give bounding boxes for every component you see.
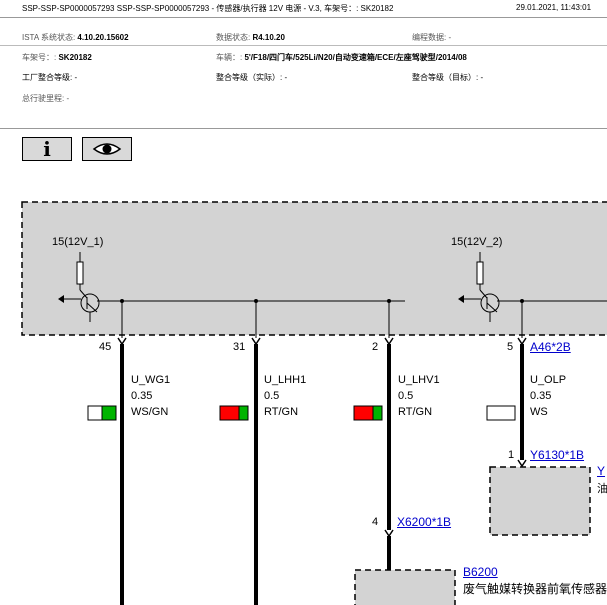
factory-level: 工厂整合等级: -	[22, 73, 78, 82]
swatch-wire-1	[87, 405, 117, 421]
programming-data: 编程数据: -	[412, 33, 452, 42]
x6200-pin-label: 4	[372, 516, 379, 528]
pin-label-4: 5	[507, 341, 514, 353]
b6200-component-box	[354, 569, 456, 605]
meta-divider	[0, 45, 607, 46]
wire-3-size: 0.5	[398, 390, 414, 402]
pin-label-2: 31	[233, 341, 246, 353]
target-level: 整合等级（目标）: -	[412, 73, 484, 82]
view-button[interactable]	[82, 137, 132, 161]
wire-3-color: RT/GN	[398, 406, 433, 418]
vin: 车架号：: SK20182	[22, 53, 92, 62]
wire-2-signal: U_LHH1	[264, 374, 307, 386]
vehicle: 车辆：: 5'/F18/四门车/525Li/N20/自动变速箱/ECE/左座驾驶…	[216, 53, 467, 62]
swatch-wire-3	[353, 405, 383, 421]
info-icon: i	[43, 137, 51, 161]
component-b6200-link[interactable]: B6200	[463, 565, 498, 579]
supply-left-symbol	[58, 252, 405, 322]
component-b6200-desc: 废气触媒转换器前氧传感器	[463, 582, 607, 596]
ista-status: ISTA 系统状态: 4.10.20.15602	[22, 33, 129, 42]
connector-x6200-link[interactable]: X6200*1B	[397, 515, 452, 529]
supply-right-symbol	[458, 252, 607, 322]
y-component-link[interactable]: Y	[597, 464, 606, 478]
wire-2	[251, 337, 261, 605]
wire-1	[117, 337, 127, 605]
wire-1-size: 0.35	[131, 390, 153, 402]
timestamp: 29.01.2021, 11:43:01	[516, 3, 592, 12]
control-unit-box	[21, 201, 607, 336]
y-component-desc: 油	[597, 483, 607, 495]
wire-4-signal: U_OLP	[530, 374, 567, 386]
wire-3-signal: U_LHV1	[398, 374, 440, 386]
meta-bottom-divider	[0, 128, 607, 129]
y6130-pin-label: 1	[508, 449, 515, 461]
wire-2-size: 0.5	[264, 390, 280, 402]
header-divider	[0, 17, 607, 18]
supply-left-label: 15(12V_1)	[52, 236, 104, 248]
wire-1-signal: U_WG1	[131, 374, 171, 386]
y6130-component-box	[489, 466, 591, 536]
info-button[interactable]: i	[22, 137, 72, 161]
actual-level: 整合等级（实际）: -	[216, 73, 288, 82]
connector-y6130-link[interactable]: Y6130*1B	[530, 448, 585, 462]
wire-4-color: WS	[530, 406, 548, 418]
mileage: 总行驶里程: -	[22, 94, 70, 103]
swatch-wire-4	[486, 405, 516, 421]
swatch-wire-2	[219, 405, 249, 421]
pin-label-3: 2	[372, 341, 379, 353]
wire-4	[517, 337, 527, 468]
wire-3	[384, 337, 394, 570]
data-status: 数据状态: R4.10.20	[216, 33, 285, 42]
eye-icon	[92, 143, 122, 155]
pin-label-1: 45	[99, 341, 112, 353]
supply-right-label: 15(12V_2)	[451, 236, 503, 248]
wire-1-color: WS/GN	[131, 406, 169, 418]
wire-2-color: RT/GN	[264, 406, 299, 418]
wire-4-size: 0.35	[530, 390, 552, 402]
page-title: SSP-SSP-SP0000057293 SSP-SSP-SP000005729…	[22, 4, 394, 13]
connector-a46-link[interactable]: A46*2B	[530, 340, 571, 354]
